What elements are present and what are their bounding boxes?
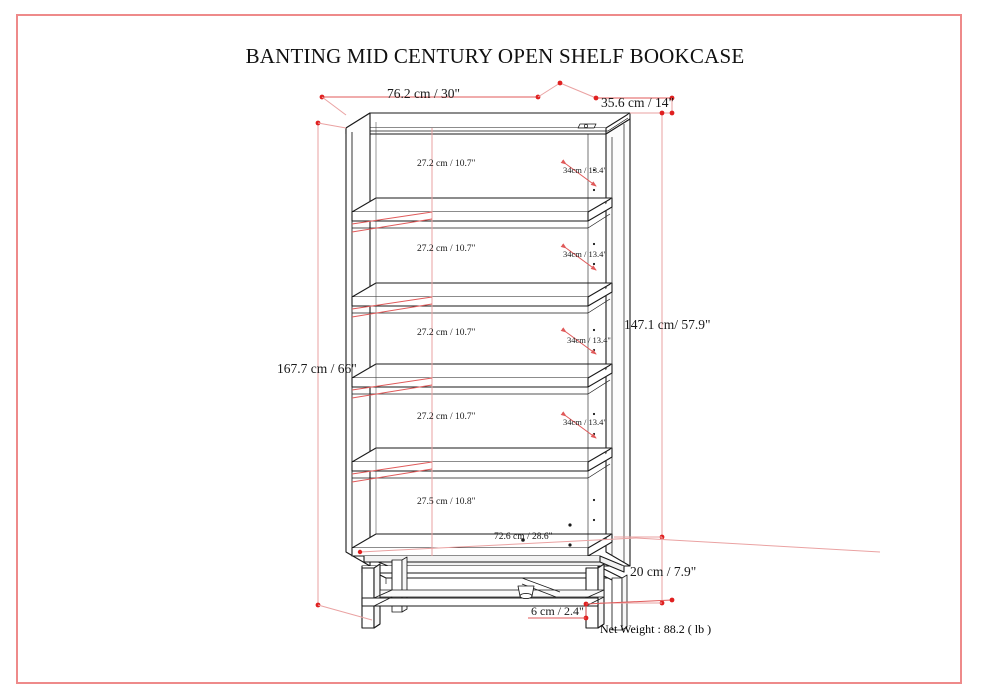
label-overall-depth: 35.6 cm / 14" [601,95,675,110]
shelf-1 [351,197,613,229]
dim-compartment-ticks [351,211,433,483]
dim-shelf-depths [560,159,597,439]
center-glide [517,585,535,600]
label-overall-width: 76.2 cm / 30" [387,86,461,101]
dim-overall-height [315,120,373,621]
label-leg-thickness: 6 cm / 2.4" [531,604,584,618]
dim-overall-width [319,80,597,116]
label-compartment-3: 27.2 cm / 10.7" [417,328,476,338]
label-compartment-4: 27.2 cm / 10.7" [417,412,476,422]
net-weight-label: Net Weight : 88.2 ( lb ) [600,622,712,636]
label-shelf-depth-2: 34cm / 13.4" [563,249,607,259]
shelf-4 [351,447,613,479]
leg-front-left [361,563,381,629]
dim-overall-depth [593,95,675,116]
shelf-3 [351,363,613,395]
label-compartment-2: 27.2 cm / 10.7" [417,244,476,254]
page-title: BANTING MID CENTURY OPEN SHELF BOOKCASE [245,44,745,68]
label-cabinet-height: 147.1 cm/ 57.9" [624,317,711,332]
label-shelf-depth-4: 34cm / 13.4" [563,417,607,427]
top-panel [345,112,631,135]
dimension-lines [315,80,881,621]
label-shelf-depth-3: 34cm / 13.4" [567,335,611,345]
bottom-panel [351,533,613,557]
base-frame [361,555,628,631]
cabinet-body [345,112,631,567]
shelf-2 [351,282,613,314]
left-side-panel [345,112,371,567]
dim-leg-thickness [528,597,675,621]
top-bracket [577,123,597,129]
dim-interior-width [357,537,881,555]
label-interior-width: 72.6 cm / 28.6" [494,532,553,542]
dim-cabinet-height [614,110,665,540]
label-compartment-1: 27.2 cm / 10.7" [417,159,476,169]
label-shelf-depth-1: 34cm / 13.4" [563,165,607,175]
label-overall-height: 167.7 cm / 66" [277,361,357,376]
label-compartment-5: 27.5 cm / 10.8" [417,497,476,507]
shelf-peg-holes [521,168,596,547]
label-base-height: 20 cm / 7.9" [630,564,697,579]
